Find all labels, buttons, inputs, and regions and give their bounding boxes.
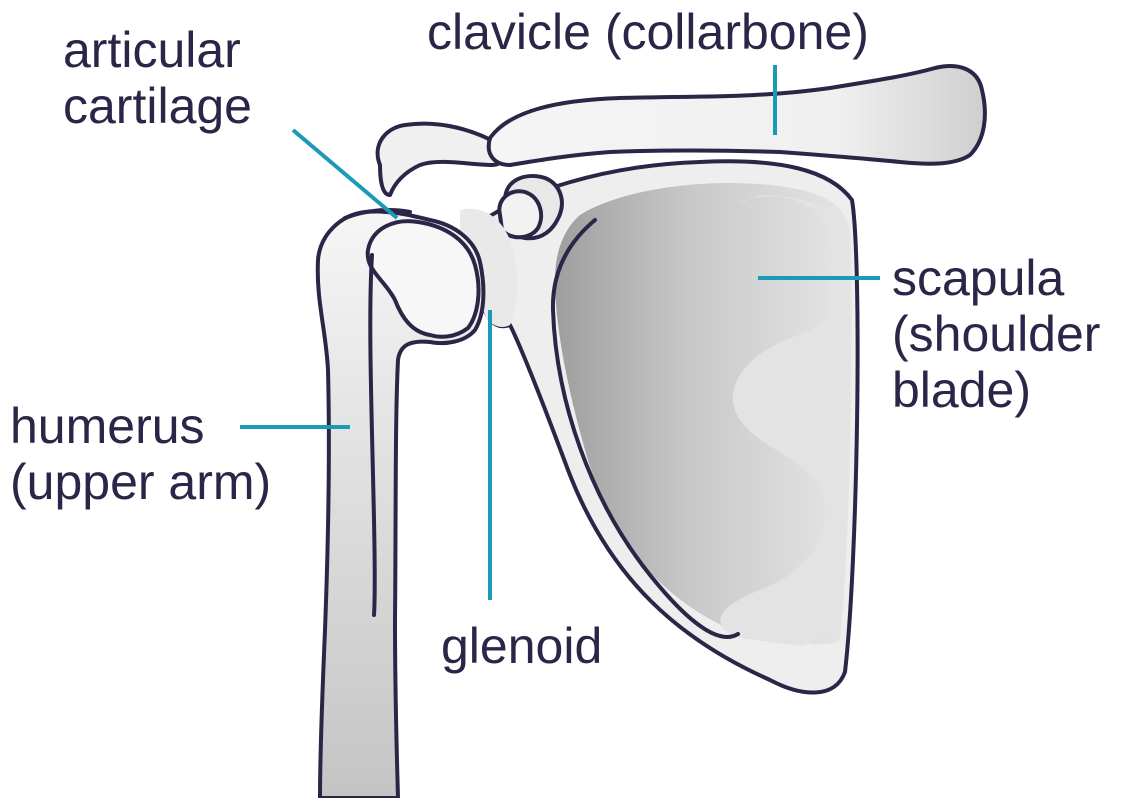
label-articular-cartilage-line2: cartilage bbox=[63, 78, 252, 134]
label-clavicle-line1: clavicle (collarbone) bbox=[427, 4, 869, 60]
acromion bbox=[378, 124, 506, 195]
label-scapula: scapula (shoulder blade) bbox=[892, 250, 1100, 418]
label-humerus-line2: (upper arm) bbox=[10, 454, 271, 510]
label-glenoid: glenoid bbox=[441, 618, 602, 674]
label-clavicle: clavicle (collarbone) bbox=[427, 4, 869, 60]
coracoid-tip bbox=[499, 191, 541, 237]
clavicle-bone bbox=[489, 66, 985, 165]
label-scapula-line2: (shoulder bbox=[892, 306, 1100, 362]
label-articular-cartilage: articular cartilage bbox=[63, 22, 252, 134]
label-humerus-line1: humerus bbox=[10, 398, 271, 454]
label-glenoid-line1: glenoid bbox=[441, 618, 602, 674]
label-articular-cartilage-line1: articular bbox=[63, 22, 252, 78]
label-scapula-line3: blade) bbox=[892, 362, 1100, 418]
label-scapula-line1: scapula bbox=[892, 250, 1100, 306]
label-humerus: humerus (upper arm) bbox=[10, 398, 271, 510]
